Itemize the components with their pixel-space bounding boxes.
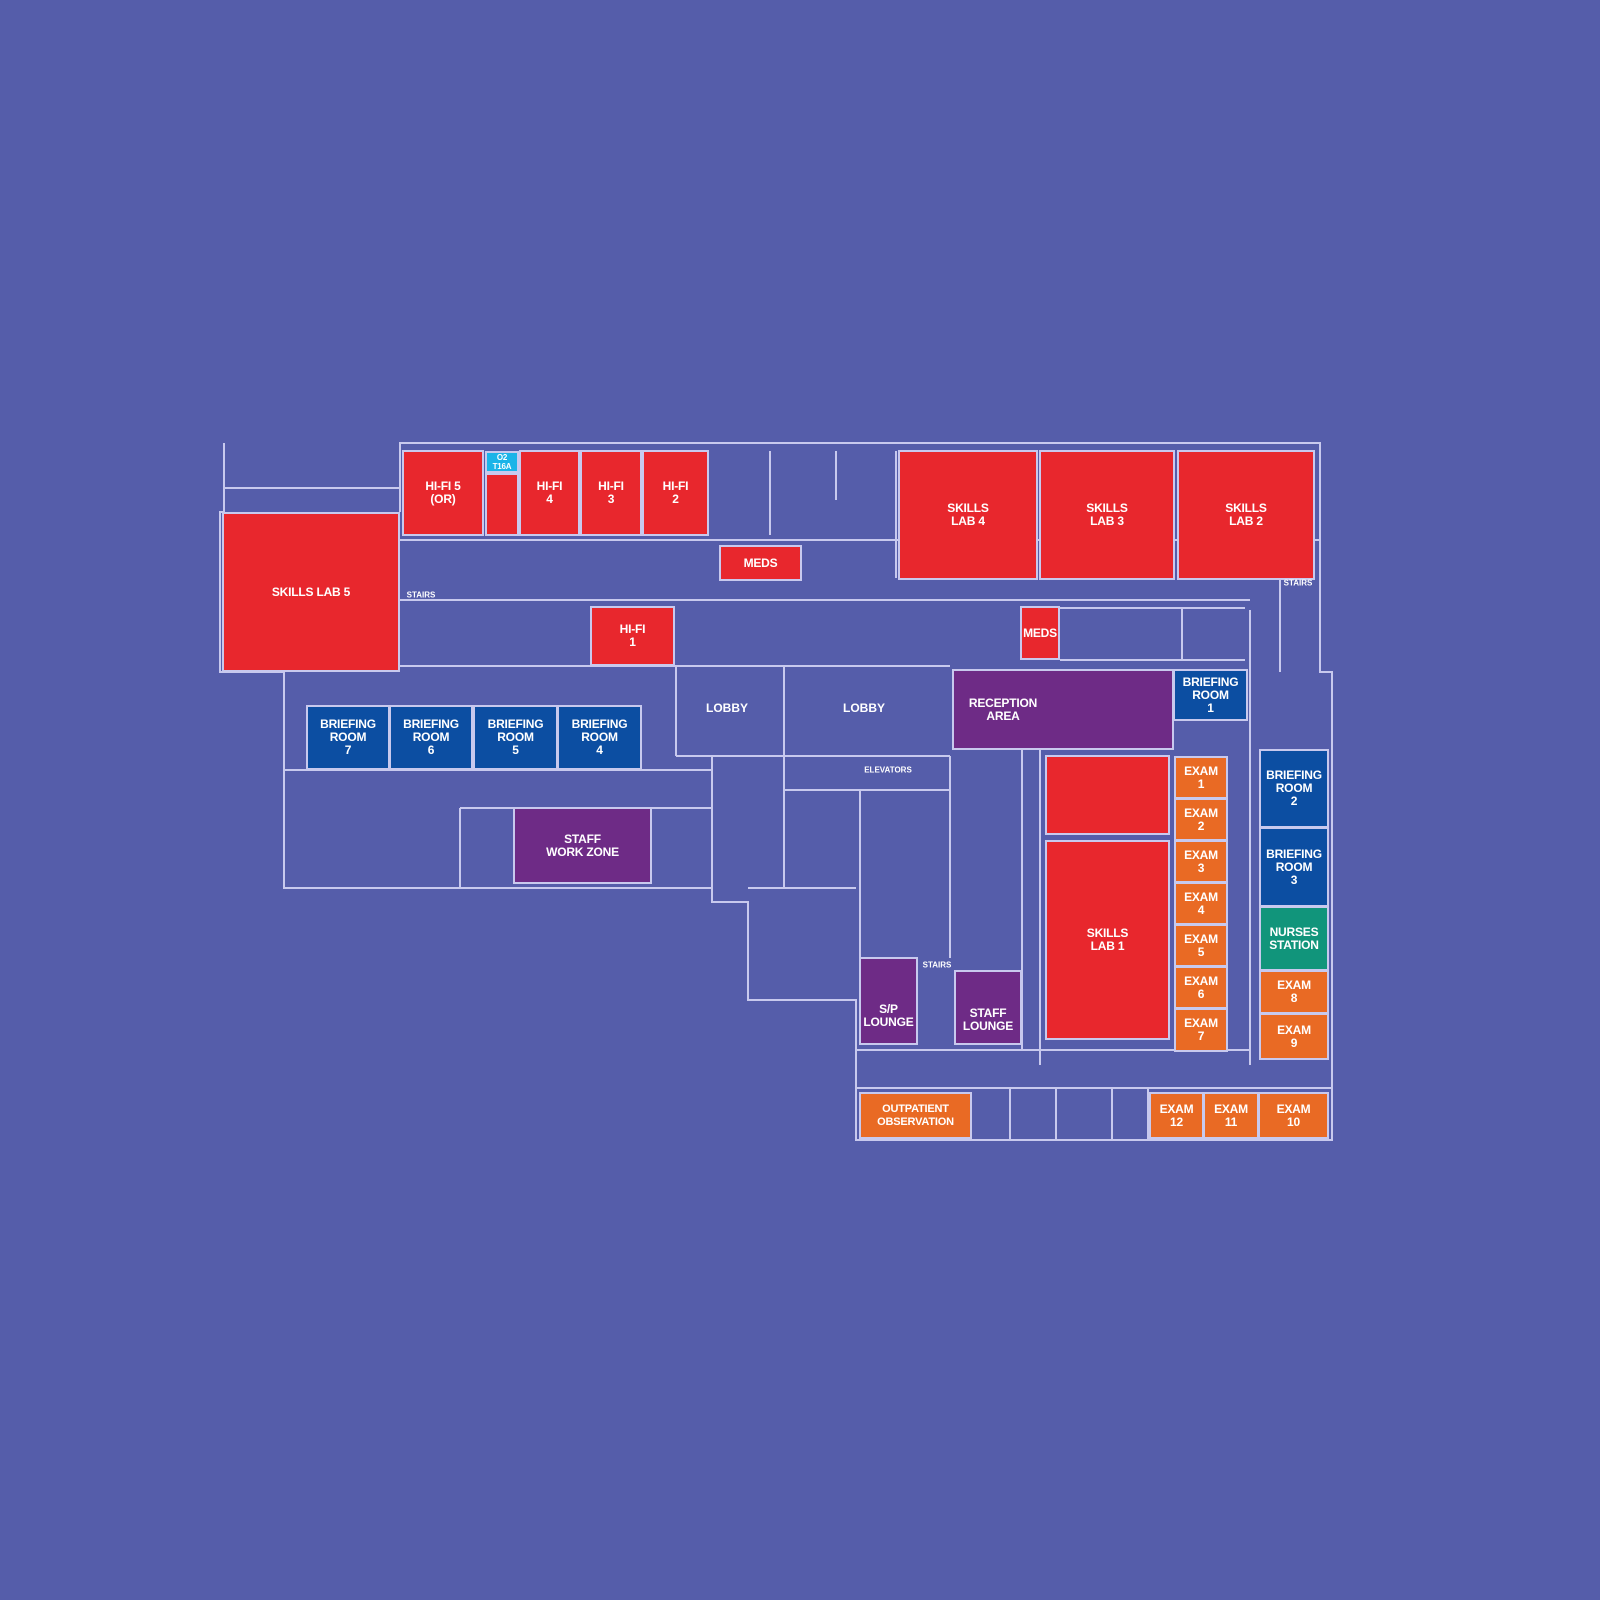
room-staff-lounge[interactable]: STAFF LOUNGE [954, 970, 1022, 1045]
room-label: EXAM 12 [1159, 1101, 1194, 1129]
room-sp-lounge[interactable]: S/P LOUNGE [859, 957, 918, 1045]
room-label: MEDS [1023, 625, 1057, 640]
room-exam-9[interactable]: EXAM 9 [1259, 1013, 1329, 1060]
room-exam-7[interactable]: EXAM 7 [1174, 1008, 1228, 1052]
room-label: EXAM 3 [1184, 847, 1218, 875]
room-label: EXAM 5 [1184, 931, 1218, 959]
room-briefing-1[interactable]: BRIEFING ROOM 1 [1173, 669, 1248, 721]
room-label: BRIEFING ROOM 1 [1182, 674, 1239, 715]
room-label: BRIEFING ROOM 7 [320, 717, 376, 757]
room-briefing-7[interactable]: BRIEFING ROOM 7 [306, 705, 390, 770]
room-label: HI-FI 1 [619, 622, 646, 649]
room-label: RECEPTION AREA [968, 695, 1038, 723]
room-hifi-4[interactable]: HI-FI 4 [519, 450, 580, 536]
room-label: MEDS [743, 555, 778, 570]
room-meds-1[interactable]: MEDS [719, 545, 802, 581]
room-label: O2 T16A [492, 453, 512, 471]
room-label: BRIEFING ROOM 2 [1266, 768, 1322, 808]
room-hifi-2[interactable]: HI-FI 2 [642, 450, 709, 536]
room-label: NURSES STATION [1269, 924, 1319, 952]
room-label: HI-FI 5 (OR) [425, 479, 461, 506]
room-briefing-2[interactable]: BRIEFING ROOM 2 [1259, 749, 1329, 828]
room-meds-2[interactable]: MEDS [1020, 606, 1060, 660]
room-briefing-3[interactable]: BRIEFING ROOM 3 [1259, 827, 1329, 907]
room-hifi-3[interactable]: HI-FI 3 [580, 450, 642, 536]
room-o2-closet[interactable] [485, 473, 519, 536]
room-o2[interactable]: O2 T16A [485, 451, 519, 473]
room-label: STAFF LOUNGE [962, 1006, 1014, 1033]
room-label: STAFF WORK ZONE [546, 831, 619, 859]
room-reception-area[interactable]: RECEPTION AREA [952, 669, 1174, 750]
lobby-label-east: LOBBY [843, 701, 885, 715]
stairs-label-east: STAIRS [1283, 578, 1313, 588]
room-label: HI-FI 2 [662, 479, 689, 506]
room-exam-2[interactable]: EXAM 2 [1174, 798, 1228, 841]
room-hifi-1[interactable]: HI-FI 1 [590, 606, 675, 666]
room-label: SKILLS LAB 5 [271, 584, 351, 599]
room-briefing-6[interactable]: BRIEFING ROOM 6 [389, 705, 473, 770]
room-label: EXAM 2 [1184, 805, 1218, 833]
room-exam-8[interactable]: EXAM 8 [1259, 970, 1329, 1014]
room-hifi-5[interactable]: HI-FI 5 (OR) [402, 450, 484, 536]
room-label: EXAM 9 [1277, 1022, 1311, 1050]
room-label: EXAM 1 [1184, 763, 1218, 791]
room-exam-3[interactable]: EXAM 3 [1174, 840, 1228, 883]
room-exam-1[interactable]: EXAM 1 [1174, 756, 1228, 799]
room-label: HI-FI 3 [598, 479, 624, 506]
room-exam-5[interactable]: EXAM 5 [1174, 924, 1228, 967]
room-exam-11[interactable]: EXAM 11 [1203, 1092, 1259, 1139]
room-label: BRIEFING ROOM 3 [1266, 846, 1322, 887]
room-skills-lab-2[interactable]: SKILLS LAB 2 [1177, 450, 1315, 580]
room-skills-lab-1[interactable]: SKILLS LAB 1 [1045, 840, 1170, 1040]
room-label: HI-FI 4 [536, 479, 563, 506]
lobby-label-west: LOBBY [706, 701, 748, 715]
room-label: SKILLS LAB 1 [1086, 926, 1129, 953]
room-label: SKILLS LAB 3 [1086, 501, 1128, 528]
room-label: SKILLS LAB 2 [1225, 501, 1267, 528]
room-label: EXAM 8 [1277, 978, 1311, 1005]
room-label: S/P LOUNGE [863, 1002, 914, 1029]
room-briefing-4[interactable]: BRIEFING ROOM 4 [557, 705, 642, 770]
room-label: BRIEFING ROOM 6 [403, 717, 459, 757]
room-label: BRIEFING ROOM 4 [571, 717, 628, 757]
room-skills-lab-5[interactable]: SKILLS LAB 5 [222, 512, 400, 672]
room-outpatient-observation[interactable]: OUTPATIENT OBSERVATION [859, 1092, 972, 1139]
room-exam-12[interactable]: EXAM 12 [1149, 1092, 1204, 1139]
room-nurses-station[interactable]: NURSES STATION [1259, 906, 1329, 971]
room-staff-work-zone[interactable]: STAFF WORK ZONE [513, 807, 652, 884]
room-skills-lab-1-annex[interactable] [1045, 755, 1170, 835]
room-label: EXAM 10 [1276, 1101, 1311, 1129]
elevators-label: ELEVATORS [864, 765, 912, 775]
room-label: EXAM 4 [1184, 889, 1218, 917]
room-skills-lab-4[interactable]: SKILLS LAB 4 [898, 450, 1038, 580]
stairs-label-west: STAIRS [406, 590, 436, 600]
room-label: BRIEFING ROOM 5 [487, 717, 544, 757]
room-exam-4[interactable]: EXAM 4 [1174, 882, 1228, 925]
stairs-label-south: STAIRS [922, 960, 952, 970]
room-exam-10[interactable]: EXAM 10 [1258, 1092, 1329, 1139]
room-label: OUTPATIENT OBSERVATION [877, 1102, 954, 1128]
room-briefing-5[interactable]: BRIEFING ROOM 5 [473, 705, 558, 770]
room-exam-6[interactable]: EXAM 6 [1174, 966, 1228, 1009]
room-label: EXAM 7 [1184, 1016, 1218, 1043]
room-skills-lab-3[interactable]: SKILLS LAB 3 [1039, 450, 1175, 580]
room-label: EXAM 6 [1184, 973, 1218, 1001]
room-label: EXAM 11 [1214, 1101, 1248, 1129]
room-label: SKILLS LAB 4 [947, 501, 989, 528]
